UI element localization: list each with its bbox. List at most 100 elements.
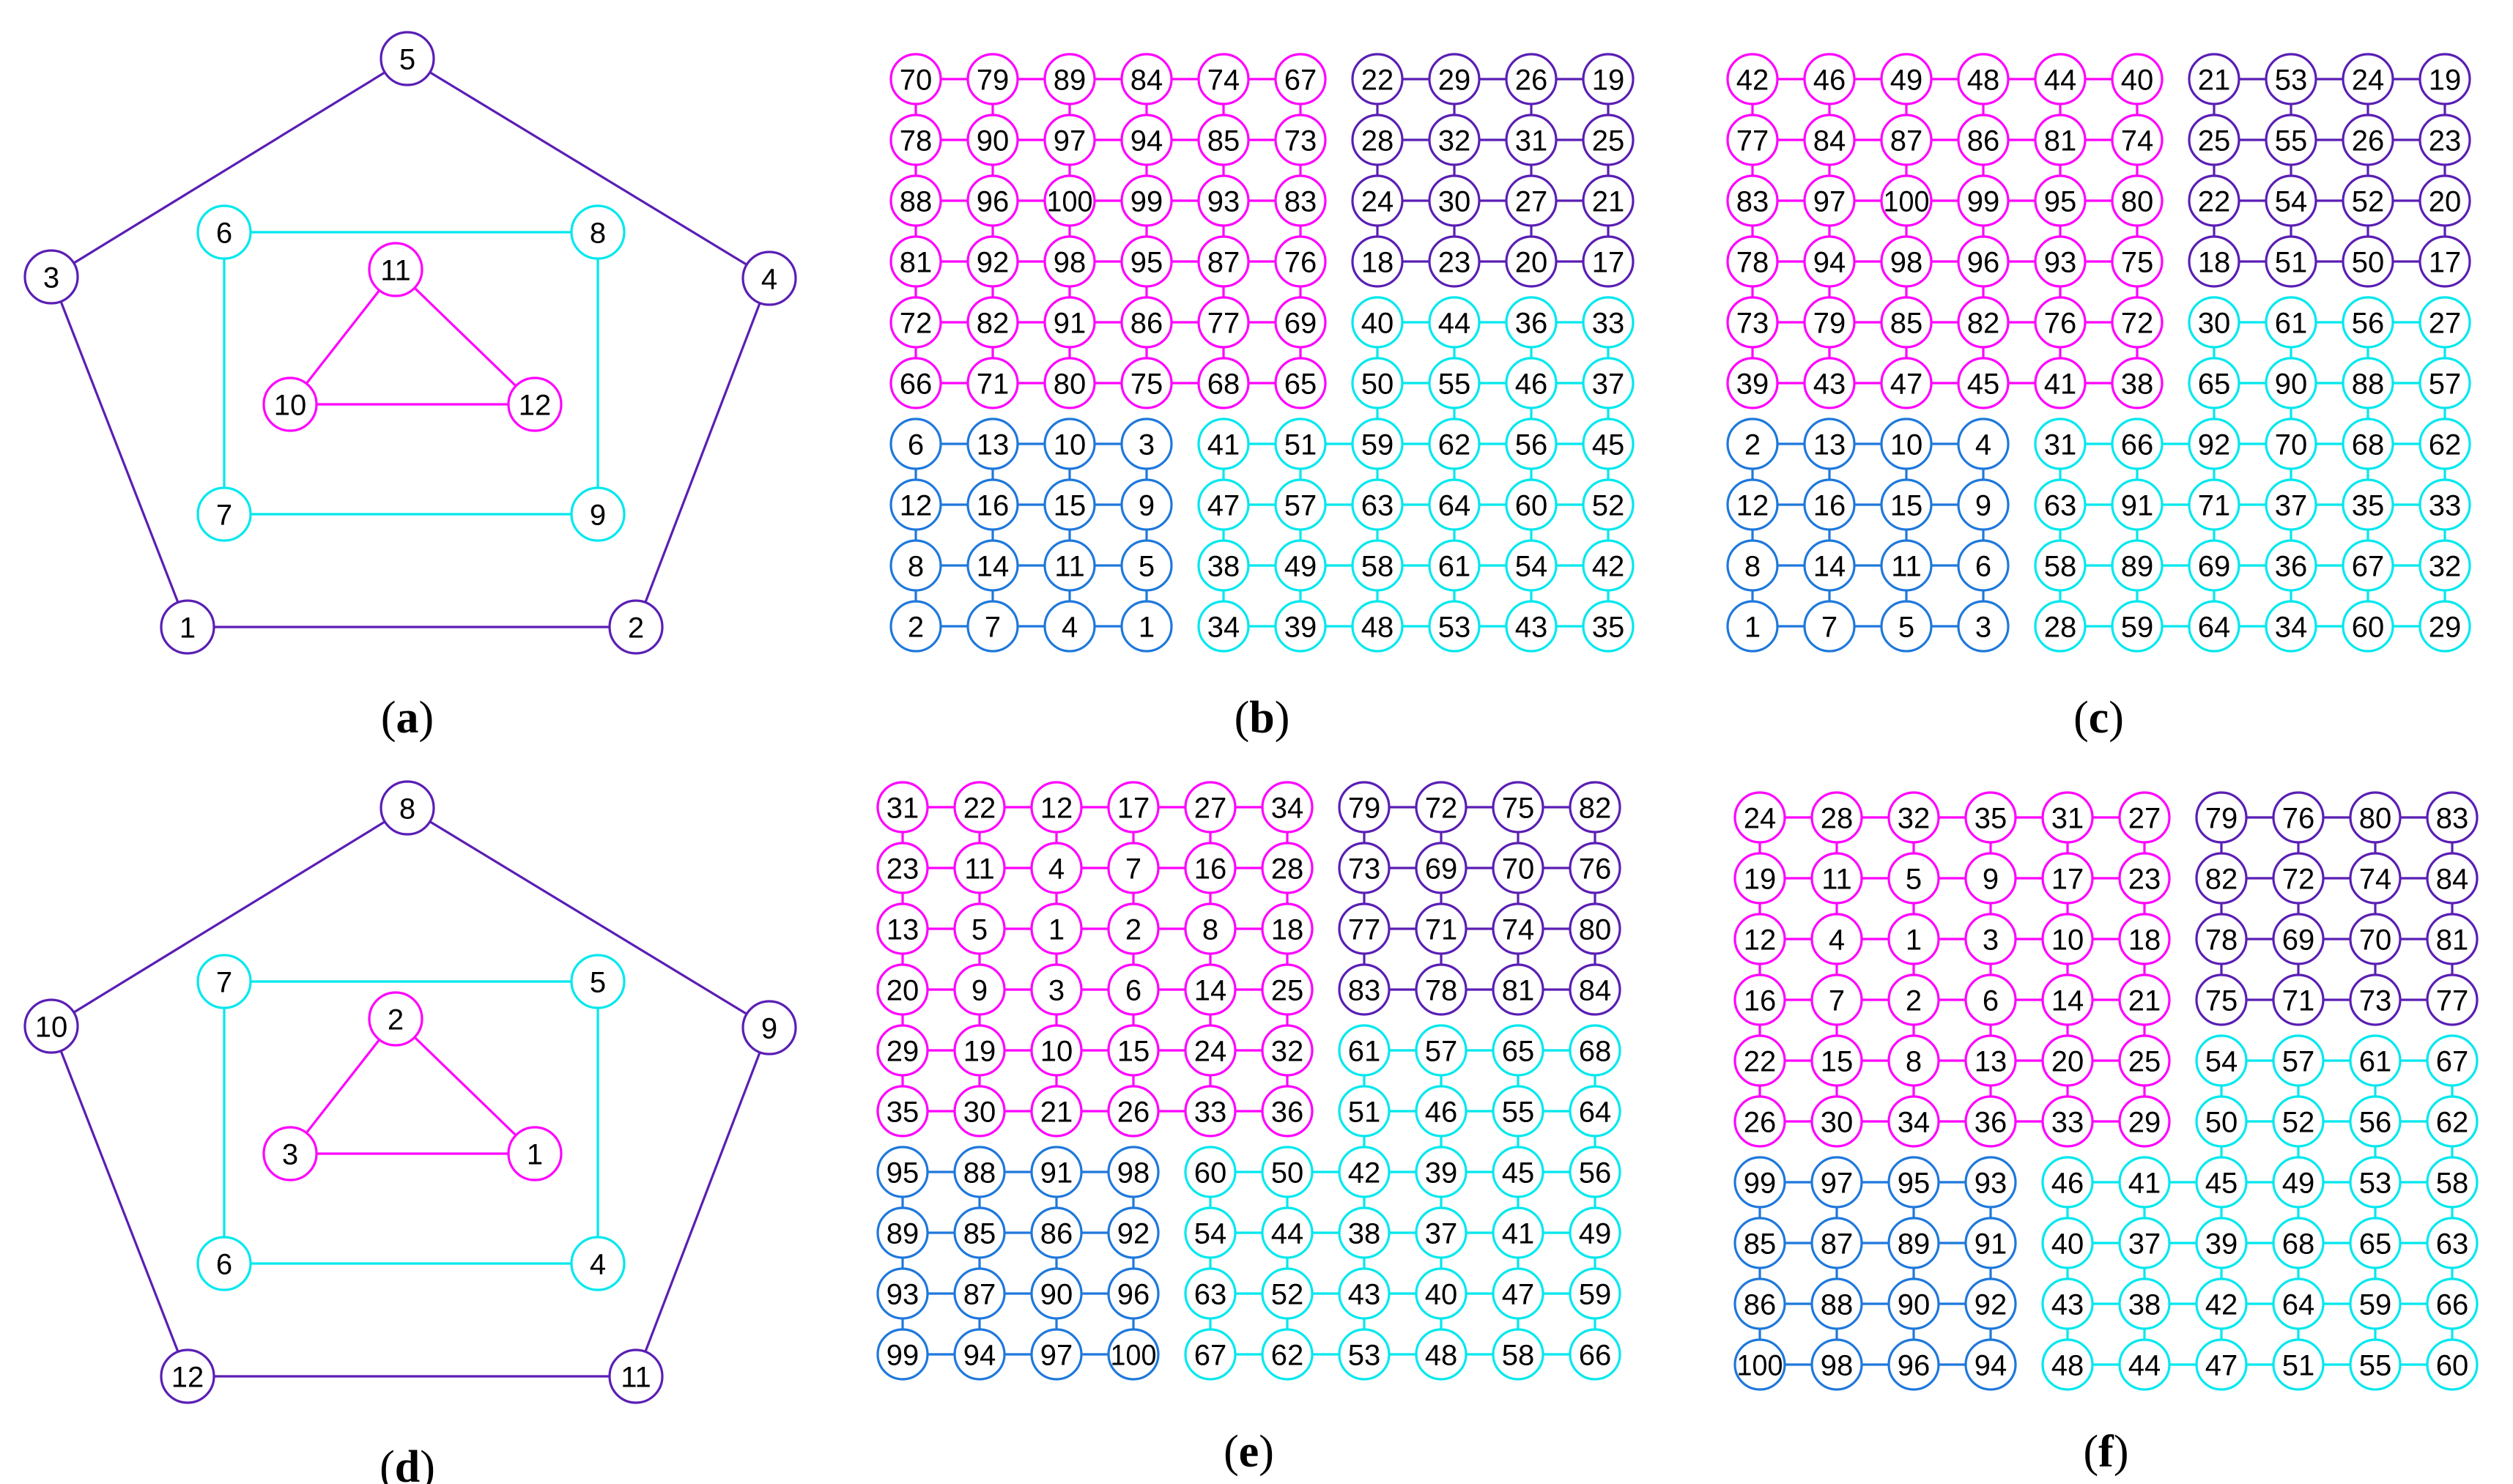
node: 50 [2342, 235, 2394, 288]
node-label: 80 [1579, 913, 1612, 946]
node-circle [2041, 913, 2094, 965]
node-label: 35 [887, 1096, 919, 1128]
node-circle [1043, 296, 1096, 349]
node-circle [2265, 600, 2317, 653]
node: 82 [1569, 781, 1621, 834]
node-label: 30 [963, 1096, 996, 1128]
node-label: 81 [900, 246, 933, 278]
node: 22 [1733, 1034, 1786, 1087]
node-label: 50 [2352, 246, 2385, 278]
node-label: 56 [1579, 1157, 1612, 1189]
node-circle [2265, 174, 2317, 227]
node: 8 [1887, 1034, 1940, 1087]
node: 4 [1030, 842, 1083, 894]
node-label: 89 [2121, 550, 2154, 582]
node: 6 [196, 1236, 252, 1291]
node-circle [2272, 791, 2325, 844]
node-label: 42 [1348, 1157, 1381, 1189]
node: 88 [2342, 357, 2394, 409]
node-circle [507, 1126, 563, 1181]
node-circle [1964, 973, 2017, 1026]
node-label: 55 [2275, 125, 2308, 157]
node-label: 11 [1054, 550, 1085, 582]
node-label: 58 [1361, 550, 1394, 582]
node-label: 91 [1054, 307, 1087, 339]
node-circle [2195, 913, 2248, 965]
node-label: 100 [1047, 185, 1093, 218]
node-label: 27 [2128, 802, 2161, 834]
node-label: 23 [2429, 125, 2462, 157]
node: 87 [953, 1267, 1006, 1320]
node-label: 92 [977, 246, 1010, 278]
node-circle [2418, 53, 2471, 105]
node: 4 [741, 251, 797, 306]
node-circle [1261, 781, 1314, 834]
node-label: 19 [963, 1035, 996, 1067]
node-label: 2 [908, 611, 924, 643]
node-label: 95 [2044, 185, 2077, 218]
node-circle [966, 235, 1019, 288]
node-label: 17 [2429, 246, 2462, 278]
node-label: 78 [900, 125, 933, 157]
node-label: 36 [1974, 1106, 2007, 1138]
node-label: 96 [1117, 1278, 1150, 1310]
node-label: 61 [1348, 1035, 1381, 1067]
node: 18 [1261, 902, 1314, 955]
node: 92 [1107, 1206, 1160, 1259]
node-label: 44 [1438, 307, 1471, 339]
node: 30 [953, 1085, 1006, 1138]
node: 98 [1107, 1146, 1160, 1198]
node-label: 34 [2275, 611, 2308, 643]
node: 94 [1803, 235, 1856, 288]
node-label: 18 [1271, 913, 1304, 946]
node: 20 [2041, 1034, 2094, 1087]
node: 18 [1351, 235, 1404, 288]
edge [634, 278, 771, 628]
node-label: 54 [1194, 1217, 1227, 1250]
node-label: 50 [1271, 1157, 1304, 1189]
node-circle [2034, 539, 2087, 592]
node: 25 [2118, 1034, 2171, 1087]
node: 45 [2195, 1156, 2248, 1209]
node-circle [1043, 478, 1096, 531]
node-label: 95 [1130, 246, 1163, 278]
node: 33 [2418, 478, 2471, 531]
node: 14 [1803, 539, 1856, 592]
node: 32 [1428, 114, 1481, 166]
node-circle [966, 53, 1019, 105]
node: 92 [2188, 418, 2240, 470]
node-label: 74 [1207, 64, 1240, 96]
node-circle [2195, 852, 2248, 905]
node-circle [2272, 1095, 2325, 1148]
node-label: 40 [2051, 1228, 2084, 1260]
node: 20 [2418, 174, 2471, 227]
node: 37 [1582, 357, 1635, 409]
node: 63 [2426, 1217, 2479, 1269]
node-label: 29 [887, 1035, 919, 1067]
node: 88 [889, 174, 942, 227]
node-label: 81 [1502, 974, 1535, 1006]
node: 2 [1726, 418, 1779, 470]
node-circle [1810, 913, 1863, 965]
node: 71 [966, 357, 1019, 409]
node-circle [2034, 478, 2087, 531]
node-circle [1733, 852, 1786, 905]
node-circle [262, 1126, 318, 1181]
node-circle [2111, 235, 2164, 288]
node-circle [2272, 973, 2325, 1026]
node: 61 [1428, 539, 1481, 592]
node: 52 [1261, 1267, 1314, 1320]
node: 59 [1569, 1267, 1621, 1320]
node-label: 68 [2352, 428, 2385, 461]
edge [394, 268, 536, 406]
node: 30 [1428, 174, 1481, 227]
node: 92 [966, 235, 1019, 288]
node: 32 [2418, 539, 2471, 592]
node-circle [1803, 174, 1856, 227]
node: 49 [1569, 1206, 1621, 1259]
node-circle [1569, 1146, 1621, 1198]
node-label: 13 [1813, 428, 1846, 461]
node-label: 1 [1139, 611, 1155, 643]
